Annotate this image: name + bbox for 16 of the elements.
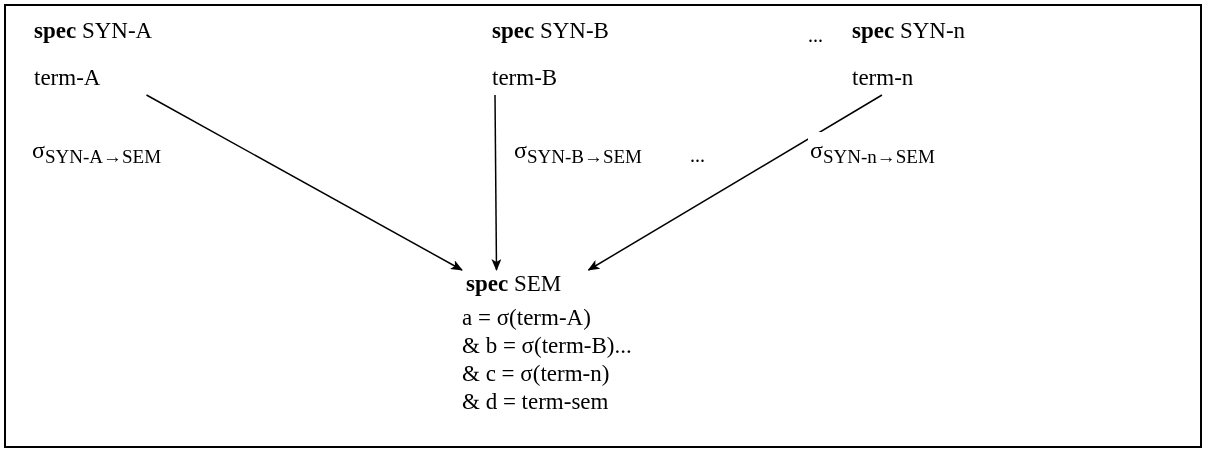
spec-line: a = σ(term-A) [462, 304, 592, 333]
arrow [145, 94, 463, 271]
spec-heading: spec SYN-B [492, 17, 610, 45]
spec-heading: spec SEM [466, 270, 563, 298]
arrow [587, 94, 883, 271]
ellipsis-label: ... [690, 143, 705, 168]
spec-line: term-n [852, 63, 915, 92]
spec-heading: spec SYN-n [852, 17, 967, 45]
spec-line: term-A [34, 63, 102, 92]
spec-line: & d = term-sem [462, 388, 610, 417]
spec-line: term-B [492, 63, 559, 92]
spec-line: & b = σ(term-B)... [462, 332, 633, 361]
spec-heading: spec SYN-A [34, 17, 154, 45]
arrow [491, 94, 502, 271]
ellipsis-label: ... [808, 23, 823, 48]
spec-line: & c = σ(term-n) [462, 360, 611, 389]
